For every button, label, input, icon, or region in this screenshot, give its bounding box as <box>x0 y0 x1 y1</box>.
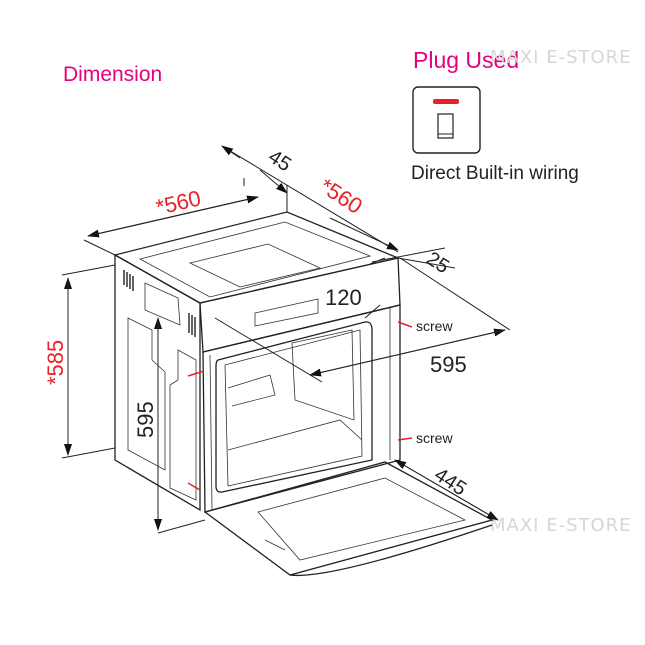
dim-panel-thickness: 25 <box>422 248 453 279</box>
dim-front-height: 595 <box>133 401 158 438</box>
plug-caption: Direct Built-in wiring <box>411 163 579 184</box>
watermark-bottom: MAXI E-STORE <box>490 515 632 536</box>
dim-height-total: *585 <box>43 340 68 385</box>
screw-label-bottom: screw <box>416 430 453 446</box>
dim-front-width: 595 <box>430 352 467 377</box>
dim-panel-offset: 45 <box>264 146 295 177</box>
screw-label-top: screw <box>416 318 453 334</box>
dimension-lines <box>61 145 511 534</box>
dim-door-depth: 445 <box>430 464 470 501</box>
screw-markers <box>187 321 413 491</box>
dim-width: *560 <box>154 185 204 220</box>
plug-title: Plug Used <box>413 47 519 73</box>
dim-depth: *560 <box>315 173 367 219</box>
watermark-top: MAXI E-STORE <box>490 47 632 68</box>
wall-switch-icon <box>412 86 481 154</box>
dimension-title: Dimension <box>63 63 162 86</box>
dim-panel-height: 120 <box>325 285 362 310</box>
